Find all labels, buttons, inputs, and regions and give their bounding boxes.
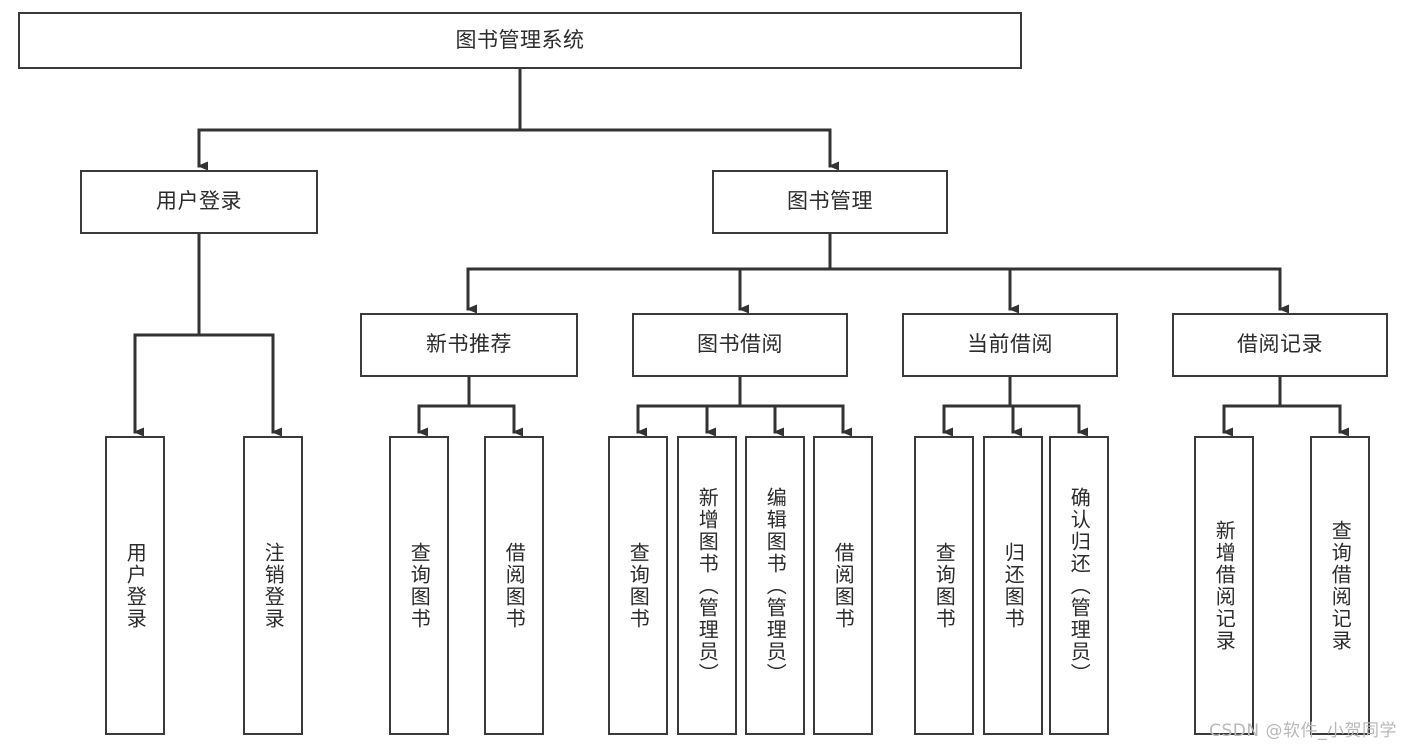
node-label: 用户登录	[156, 189, 242, 214]
node-label: 借阅图书	[502, 541, 527, 630]
node-label: 图书借阅	[697, 332, 783, 357]
level3-node-new-book-recommend[interactable]: 新书推荐	[360, 313, 578, 377]
node-label: 编辑图书（管理员）	[763, 486, 788, 685]
leaf-node-leaf-borrow-book-2[interactable]: 借阅图书	[813, 436, 873, 735]
node-label: 新增借阅记录	[1212, 519, 1237, 652]
leaf-node-leaf-query-book-3[interactable]: 查询图书	[914, 436, 974, 735]
level2-node-book-manage[interactable]: 图书管理	[712, 170, 948, 234]
root-node[interactable]: 图书管理系统	[18, 12, 1022, 69]
edge-paths	[133, 67, 1350, 437]
node-label: 图书管理	[787, 189, 873, 214]
node-label: 归还图书	[1001, 541, 1026, 630]
watermark: CSDN @软件_小贺同学	[1209, 721, 1397, 741]
node-label: 当前借阅	[967, 332, 1053, 357]
level3-node-book-borrow[interactable]: 图书借阅	[632, 313, 848, 377]
node-label: 注销登录	[261, 541, 286, 630]
leaf-node-leaf-query-book-2[interactable]: 查询图书	[608, 436, 668, 735]
node-label: 借阅图书	[831, 541, 856, 630]
node-label: 图书管理系统	[455, 27, 585, 52]
node-label: 新书推荐	[426, 332, 512, 357]
node-label: 新增图书（管理员）	[695, 486, 720, 685]
node-label: 查询图书	[407, 541, 432, 630]
leaf-node-leaf-logout[interactable]: 注销登录	[243, 436, 303, 735]
level3-node-current-borrow[interactable]: 当前借阅	[902, 313, 1118, 377]
node-label: 查询图书	[932, 541, 957, 630]
leaf-node-leaf-return-book[interactable]: 归还图书	[983, 436, 1043, 735]
leaf-node-leaf-add-record[interactable]: 新增借阅记录	[1194, 436, 1254, 735]
node-label: 查询借阅记录	[1328, 519, 1353, 652]
node-label: 用户登录	[123, 541, 148, 630]
leaf-node-leaf-query-book-1[interactable]: 查询图书	[389, 436, 449, 735]
leaf-node-leaf-confirm-return[interactable]: 确认归还（管理员）	[1049, 436, 1109, 735]
node-label: 查询图书	[626, 541, 651, 630]
leaf-node-leaf-user-login[interactable]: 用户登录	[105, 436, 165, 735]
level3-node-borrow-record[interactable]: 借阅记录	[1172, 313, 1388, 377]
node-label: 确认归还（管理员）	[1067, 486, 1092, 685]
leaf-node-leaf-borrow-book-1[interactable]: 借阅图书	[484, 436, 544, 735]
leaf-node-leaf-edit-book[interactable]: 编辑图书（管理员）	[745, 436, 805, 735]
leaf-node-leaf-add-book[interactable]: 新增图书（管理员）	[677, 436, 737, 735]
leaf-node-leaf-query-record[interactable]: 查询借阅记录	[1310, 436, 1370, 735]
level2-node-user-login[interactable]: 用户登录	[80, 170, 318, 234]
node-label: 借阅记录	[1237, 332, 1323, 357]
